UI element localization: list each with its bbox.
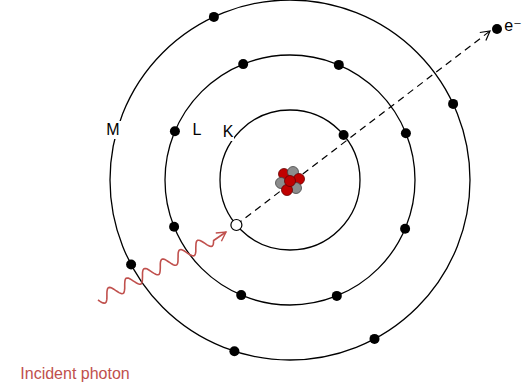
electron-label: e⁻ bbox=[503, 17, 522, 35]
electron bbox=[334, 60, 344, 70]
shell-label: K bbox=[222, 123, 235, 141]
electron bbox=[209, 12, 219, 22]
electron bbox=[170, 126, 180, 136]
m-shell bbox=[110, 0, 470, 360]
electron bbox=[332, 291, 342, 301]
shell-label: M bbox=[105, 121, 120, 139]
photon-label: Incident photon bbox=[19, 365, 130, 383]
electron bbox=[448, 99, 458, 109]
electron bbox=[229, 346, 239, 356]
nucleus bbox=[276, 167, 305, 196]
ejected-electron bbox=[492, 24, 502, 34]
electron bbox=[339, 130, 349, 140]
l-shell bbox=[165, 55, 415, 305]
electron-hole bbox=[231, 220, 242, 231]
electron bbox=[126, 260, 136, 270]
electron bbox=[236, 290, 246, 300]
electron bbox=[238, 59, 248, 69]
electron bbox=[400, 224, 410, 234]
electron bbox=[370, 334, 380, 344]
electrons bbox=[126, 12, 458, 356]
ejection-path bbox=[236, 31, 490, 225]
photon-wave bbox=[98, 232, 226, 303]
k-shell bbox=[220, 110, 360, 250]
electron-shells bbox=[110, 0, 470, 360]
shell-label: L bbox=[192, 121, 203, 139]
electron bbox=[169, 222, 179, 232]
electron bbox=[401, 128, 411, 138]
